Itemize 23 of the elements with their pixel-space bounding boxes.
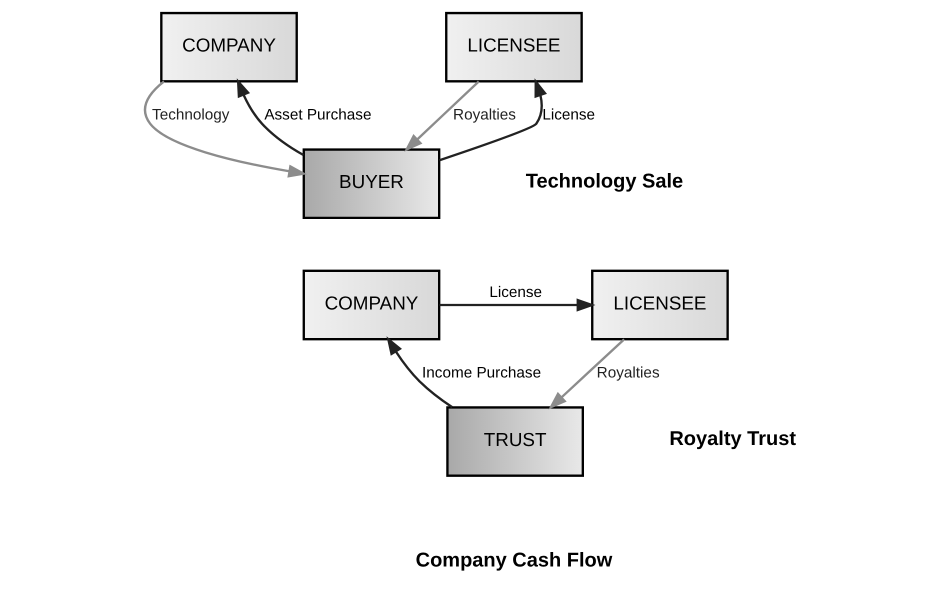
- arrow: [143, 80, 307, 178]
- edge-label: Royalties: [596, 364, 660, 382]
- edge-label: License: [488, 284, 542, 302]
- label: Company Cash Flow: [415, 549, 612, 572]
- arrow: [404, 80, 480, 152]
- edge-label: License: [542, 106, 595, 124]
- edge-label: Income Purchase: [422, 364, 541, 382]
- arrow: [438, 78, 546, 162]
- node-box: TRUST: [446, 406, 584, 477]
- arrow: [438, 298, 595, 312]
- edge-label: Royalties: [452, 106, 516, 124]
- node-box: COMPANY: [160, 12, 298, 82]
- node-box: LICENSEE: [444, 12, 582, 82]
- node-box: LICENSEE: [590, 270, 728, 340]
- edge-label: Asset Purchase: [264, 106, 371, 124]
- arrow: [236, 78, 304, 156]
- label: Technology Sale: [525, 170, 683, 192]
- edge-label: Technology: [152, 106, 229, 124]
- node-box: BUYER: [302, 148, 440, 220]
- label: Royalty Trust: [668, 428, 796, 450]
- arrow: [386, 336, 452, 408]
- arrow: [548, 338, 624, 410]
- node-box: COMPANY: [302, 270, 440, 340]
